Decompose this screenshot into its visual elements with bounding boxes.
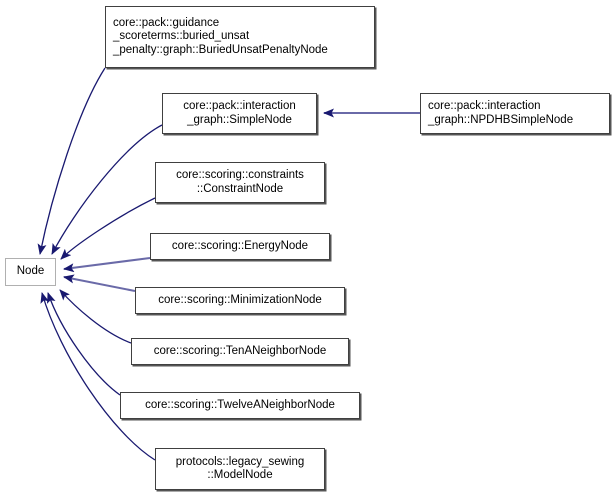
node-simple[interactable]: core::pack::interaction_graph::SimpleNod… [162, 93, 317, 134]
node-label-line: _penalty::graph::BuriedUnsatPenaltyNode [113, 43, 328, 56]
node-twelvea-neighbor[interactable]: core::scoring::TwelveANeighborNode [120, 392, 360, 419]
inheritance-edge [63, 274, 136, 292]
node-root[interactable]: Node [5, 258, 56, 286]
node-npdhb-simple[interactable]: core::pack::interaction_graph::NPDHBSimp… [420, 93, 610, 134]
node-model[interactable]: protocols::legacy_sewing::ModelNode [155, 448, 325, 490]
inheritance-edge [46, 292, 121, 396]
node-label-line: _scoreterms::buried_unsat [113, 30, 250, 43]
inheritance-edge [40, 292, 156, 461]
node-tena-neighbor[interactable]: core::scoring::TenANeighborNode [131, 338, 349, 365]
node-constraint[interactable]: core::scoring::constraints::ConstraintNo… [155, 162, 325, 203]
node-label-line: _graph::SimpleNode [187, 113, 292, 126]
node-label-line: core::scoring::EnergyNode [171, 239, 309, 252]
node-label-line: Node [16, 265, 45, 278]
node-buried-unsat-penalty[interactable]: core::pack::guidance_scoreterms::buried_… [105, 6, 375, 68]
node-label-line: ::ModelNode [207, 469, 273, 481]
inheritance-edge [59, 289, 132, 344]
node-energy[interactable]: core::scoring::EnergyNode [150, 233, 330, 260]
node-label-line: core::scoring::constraints [176, 169, 304, 181]
node-label-line: core::pack::interaction [183, 100, 296, 112]
node-label-line: protocols::legacy_sewing [175, 455, 305, 468]
node-minimization[interactable]: core::scoring::MinimizationNode [135, 287, 345, 314]
node-label-line: _graph::NPDHBSimpleNode [428, 113, 574, 126]
node-label-line: ::ConstraintNode [196, 182, 284, 195]
inheritance-edge [63, 257, 151, 273]
node-label-line: core::scoring::TenANeighborNode [153, 344, 327, 357]
node-label-line: core::pack::interaction [428, 100, 541, 112]
inheritance-edge [60, 197, 156, 260]
node-label-line: core::scoring::MinimizationNode [158, 293, 322, 306]
inheritance-edge [37, 67, 106, 255]
node-label-line: core::scoring::TwelveANeighborNode [145, 398, 335, 411]
node-label-line: core::pack::guidance [113, 16, 220, 29]
inheritance-edge [51, 124, 163, 255]
